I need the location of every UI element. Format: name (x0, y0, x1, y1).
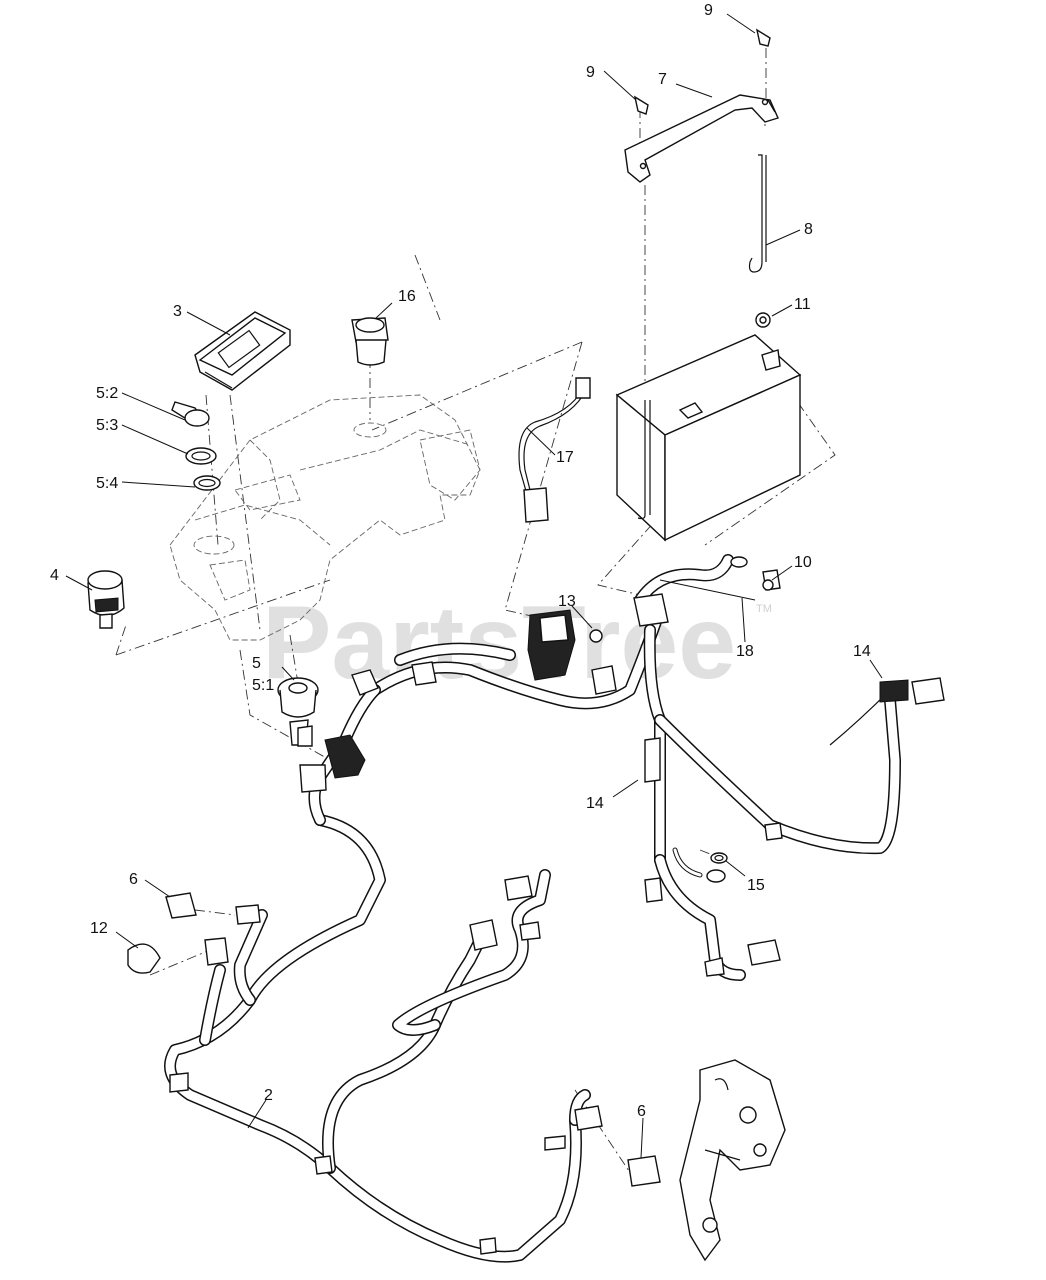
callout-9-left: 9 (586, 64, 595, 81)
connectors (127, 569, 945, 1255)
callout-5-1: 5:1 (252, 677, 274, 694)
callout-14-center: 14 (586, 795, 604, 812)
callout-8: 8 (804, 221, 813, 238)
callout-16: 16 (398, 288, 416, 305)
switch-assembly (87, 570, 125, 629)
hour-meter (194, 311, 291, 391)
battery (615, 312, 802, 542)
callout-4: 4 (50, 567, 59, 584)
callout-13: 13 (558, 593, 576, 610)
callout-11: 11 (794, 296, 811, 313)
battery-cables (634, 554, 901, 981)
leader-lines (65, 13, 883, 1159)
power-socket (351, 317, 389, 366)
wire-harness-upper (308, 604, 666, 826)
callout-7: 7 (658, 71, 667, 88)
callout-12: 12 (90, 920, 108, 937)
callout-17: 17 (556, 449, 574, 466)
callout-5-4: 5:4 (96, 475, 118, 492)
callout-5-2: 5:2 (96, 385, 118, 402)
socket-lead (518, 377, 591, 523)
callout-18: 18 (736, 643, 754, 660)
battery-hold-down (624, 28, 779, 273)
callout-6-relay-bottom: 6 (637, 1103, 646, 1120)
key-switch-parts (171, 401, 221, 491)
callouts: 2 3 4 5 5:1 5:2 5:3 5:4 6 6 7 8 9 9 10 1… (50, 2, 871, 1120)
bracket-assembly (679, 1059, 786, 1262)
console-frame (169, 394, 481, 641)
ignition-switch (277, 677, 319, 746)
callout-15: 15 (747, 877, 765, 894)
callout-2: 2 (264, 1087, 273, 1104)
wire-harness-main (164, 814, 591, 1263)
callout-5: 5 (252, 655, 261, 672)
callout-9-top: 9 (704, 2, 713, 19)
callout-6-relay-left: 6 (129, 871, 138, 888)
callout-3: 3 (173, 303, 182, 320)
callout-14-right: 14 (853, 643, 871, 660)
callout-10: 10 (794, 554, 812, 571)
callout-5-3: 5:3 (96, 417, 118, 434)
watermark-trademark: TM (756, 603, 772, 615)
